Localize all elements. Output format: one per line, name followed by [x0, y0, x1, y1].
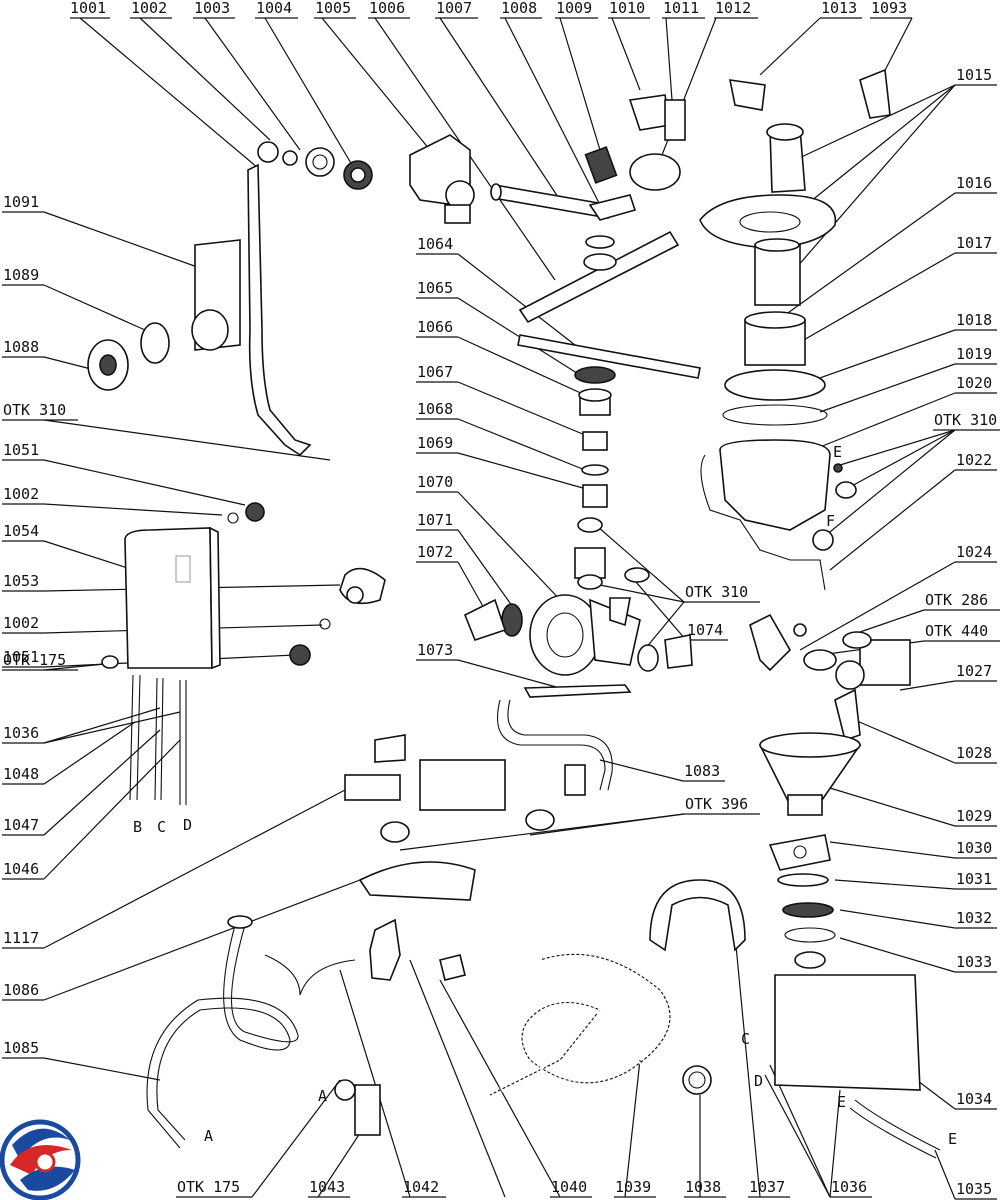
callout-1073: 1073 — [417, 641, 454, 659]
callout-1040: 1040 — [551, 1178, 588, 1196]
hose-letter-e-sump: E — [833, 443, 843, 461]
callout-1015: 1015 — [956, 66, 993, 84]
callout-1093: 1093 — [871, 0, 908, 17]
callout-1012: 1012 — [715, 0, 752, 17]
callout-1064: 1064 — [417, 235, 454, 253]
callout-1046: 1046 — [3, 860, 40, 878]
callout-1010: 1010 — [609, 0, 646, 17]
callout-1002-mid: 1002 — [3, 485, 40, 503]
callout-1002-lower: 1002 — [3, 614, 40, 632]
hose-letter-a-valve: A — [318, 1087, 328, 1105]
callout-1028: 1028 — [956, 744, 993, 762]
callout-1071: 1071 — [417, 511, 454, 529]
callout-otk310-center: OTK 310 — [685, 583, 749, 601]
hose-letter-e-hose: E — [948, 1130, 958, 1148]
callout-1051-lower: 1051 — [3, 648, 40, 666]
callout-1074: 1074 — [687, 621, 724, 639]
callout-1069: 1069 — [417, 434, 454, 452]
callout-otk396: OTK 396 — [685, 795, 749, 813]
callout-1035: 1035 — [956, 1180, 993, 1198]
callout-1004: 1004 — [256, 0, 293, 17]
parts — [87, 68, 941, 1159]
callout-1070: 1070 — [417, 473, 454, 491]
hose-letter-a-drain: A — [204, 1127, 214, 1145]
hose-letter-c-salt: C — [741, 1030, 751, 1048]
hose-letter-f: F — [826, 512, 836, 530]
callout-1013: 1013 — [821, 0, 858, 17]
callout-1008: 1008 — [501, 0, 538, 17]
callout-1034: 1034 — [956, 1090, 993, 1108]
callout-1043: 1043 — [309, 1178, 346, 1196]
callout-1018: 1018 — [956, 311, 993, 329]
callout-1048: 1048 — [3, 765, 40, 783]
callout-1117: 1117 — [3, 929, 40, 947]
callout-1051-upper: 1051 — [3, 441, 40, 459]
hose-letter-b: B — [133, 818, 143, 836]
callout-1038: 1038 — [685, 1178, 722, 1196]
callout-1031: 1031 — [956, 870, 993, 888]
callout-1036-left: 1036 — [3, 724, 40, 742]
callout-1053: 1053 — [3, 572, 40, 590]
callout-1002: 1002 — [131, 0, 168, 17]
callout-otk310-right: OTK 310 — [934, 411, 998, 429]
callout-otk440: OTK 440 — [925, 622, 989, 640]
callout-1019: 1019 — [956, 345, 993, 363]
callout-otk310-left: OTK 310 — [3, 401, 67, 419]
callout-1072: 1072 — [417, 543, 454, 561]
callout-1066: 1066 — [417, 318, 454, 336]
callout-1020: 1020 — [956, 374, 993, 392]
callout-1067: 1067 — [417, 363, 454, 381]
callout-1009: 1009 — [556, 0, 593, 17]
callout-1033: 1033 — [956, 953, 993, 971]
callout-1030: 1030 — [956, 839, 993, 857]
hose-letter-e-salt: E — [837, 1093, 847, 1111]
callout-1001: 1001 — [70, 0, 107, 17]
callout-1039: 1039 — [615, 1178, 652, 1196]
callout-1007: 1007 — [436, 0, 473, 17]
callout-1086: 1086 — [3, 981, 40, 999]
callout-1016: 1016 — [956, 174, 993, 192]
callout-otk286: OTK 286 — [925, 591, 989, 609]
hose-letter-d-tank: D — [183, 816, 193, 834]
callout-1091: 1091 — [3, 193, 40, 211]
hose-letter-c-tank: C — [157, 818, 167, 836]
callout-1065: 1065 — [417, 279, 454, 297]
callout-1032: 1032 — [956, 909, 993, 927]
callout-otk175-left: OTK 175 — [3, 651, 67, 669]
callout-1022: 1022 — [956, 451, 993, 469]
callout-1036-bottom: 1036 — [831, 1178, 868, 1196]
callout-1017: 1017 — [956, 234, 993, 252]
callout-1011: 1011 — [663, 0, 700, 17]
callout-1085: 1085 — [3, 1039, 40, 1057]
callout-1024: 1024 — [956, 543, 993, 561]
callout-1047: 1047 — [3, 816, 40, 834]
callout-1003: 1003 — [194, 0, 231, 17]
hose-letter-d-salt: D — [754, 1072, 764, 1090]
callout-1088: 1088 — [3, 338, 40, 356]
callout-1005: 1005 — [315, 0, 352, 17]
callout-1006: 1006 — [369, 0, 406, 17]
callout-1089: 1089 — [3, 266, 40, 284]
callout-1037: 1037 — [749, 1178, 786, 1196]
callout-1042: 1042 — [403, 1178, 440, 1196]
callout-1068: 1068 — [417, 400, 454, 418]
callout-1027: 1027 — [956, 662, 993, 680]
callout-1083: 1083 — [684, 762, 721, 780]
callout-1029: 1029 — [956, 807, 993, 825]
callout-1054: 1054 — [3, 522, 40, 540]
callout-otk175-bottom: OTK 175 — [177, 1178, 241, 1196]
brand-logo — [0, 1119, 81, 1200]
